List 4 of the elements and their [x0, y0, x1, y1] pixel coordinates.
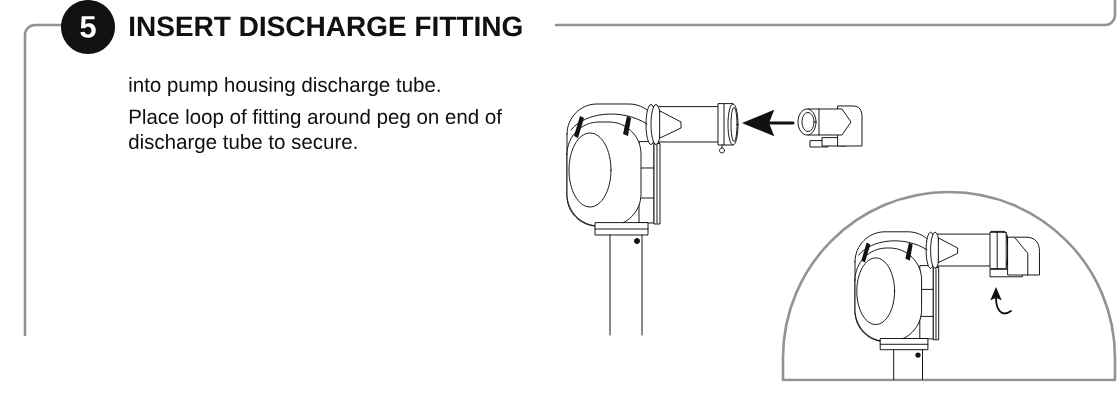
- heading: INSERT DISCHARGE FITTING: [130, 16, 522, 37]
- instruction-text: Place loop of fitting around peg on end of discharge tube to secure.: [129, 109, 502, 154]
- step-number: 5: [61, 0, 115, 54]
- instruction-text: into pump housing discharge tube.: [129, 77, 440, 97]
